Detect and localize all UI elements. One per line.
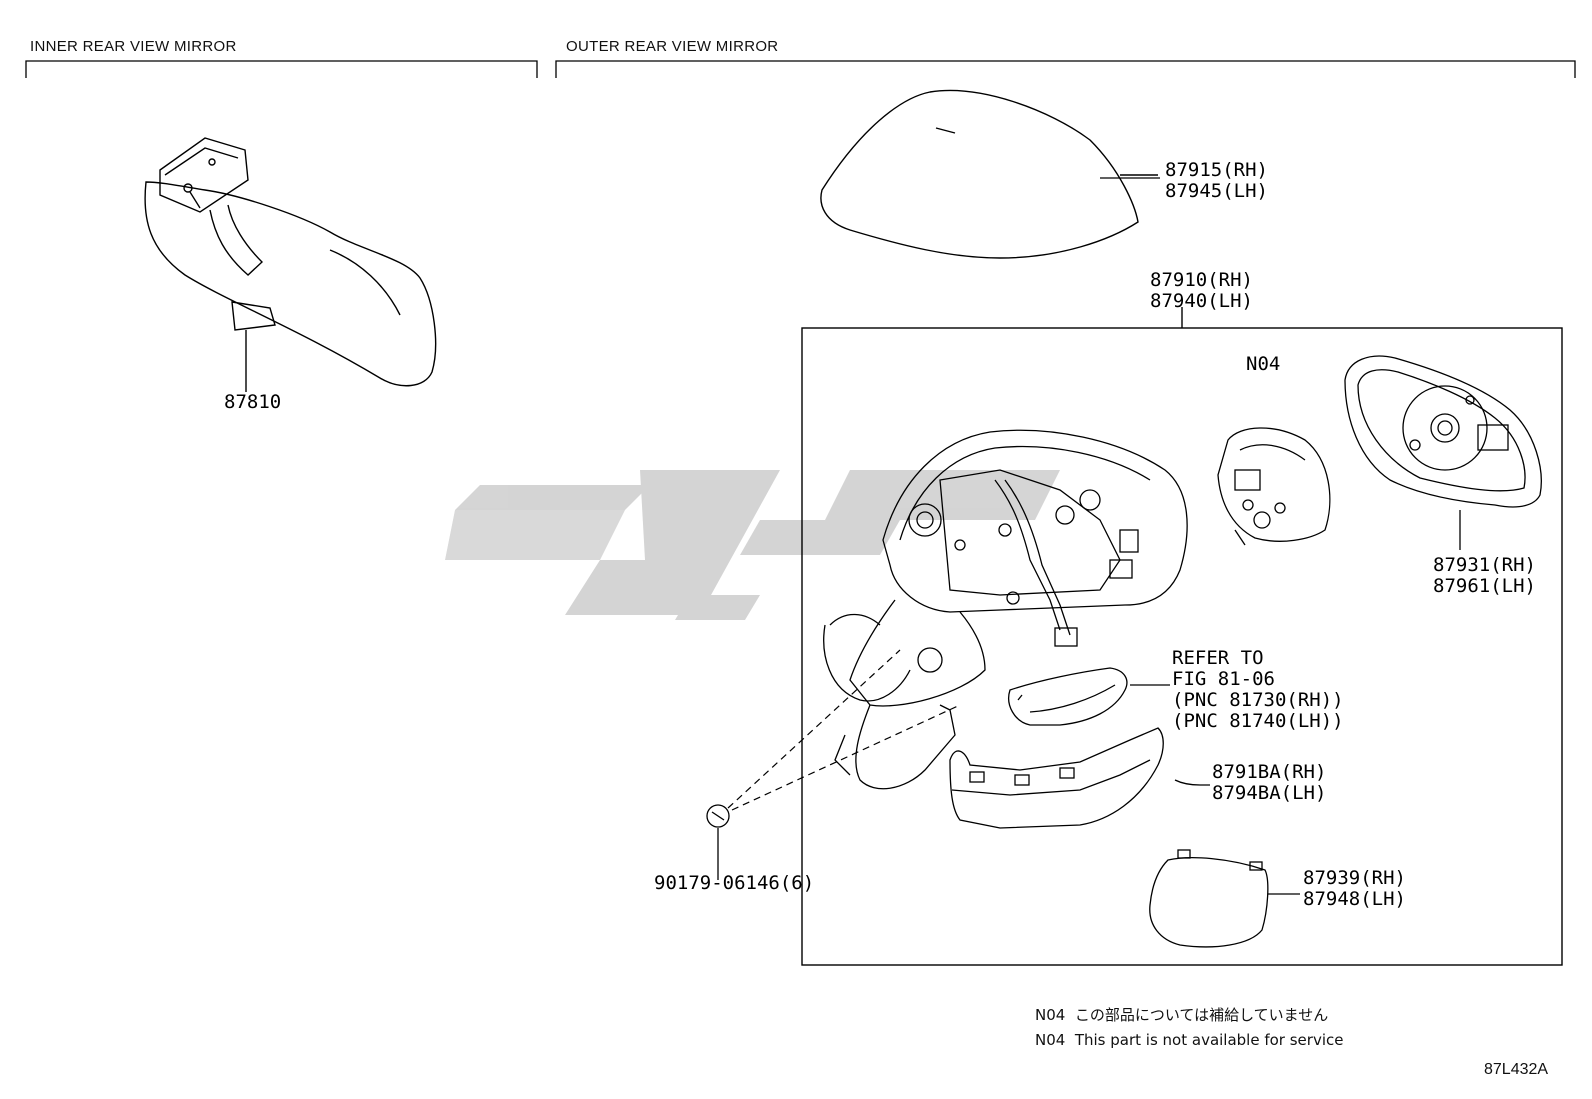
motor-drawing: [1217, 427, 1331, 546]
refer-line-2[interactable]: FIG 81-06: [1172, 668, 1275, 690]
part-number-assy-rh[interactable]: 87910(RH): [1150, 269, 1253, 291]
lower-cover-drawing: [1149, 849, 1300, 948]
section-brackets: [25, 60, 1576, 78]
cover-drawing: [820, 89, 1158, 259]
part-number-cover-rh[interactable]: 87915(RH): [1165, 159, 1268, 181]
screw-drawing: [706, 804, 730, 880]
note-english: N04 This part is not available for servi…: [1035, 1031, 1344, 1049]
part-number-inner-mirror[interactable]: 87810: [224, 391, 282, 413]
refer-line-3: (PNC 81730(RH)): [1172, 689, 1344, 711]
part-number-lower-lh[interactable]: 87948(LH): [1303, 888, 1406, 910]
part-number-cover-lh[interactable]: 87945(LH): [1165, 180, 1268, 202]
part-number-lamp-lh[interactable]: 8794BA(LH): [1212, 782, 1327, 804]
note-japanese: N04 この部品については補給していません: [1035, 1006, 1329, 1024]
part-number-motor[interactable]: N04: [1246, 353, 1281, 375]
dashed-leaders: [727, 649, 961, 811]
refer-line-4: (PNC 81740(LH)): [1172, 710, 1344, 732]
mirror-glass-drawing: [1344, 355, 1542, 550]
assembly-frame: [801, 307, 1563, 966]
part-number-mirror-rh[interactable]: 87931(RH): [1433, 554, 1536, 576]
refer-line-1: REFER TO: [1172, 647, 1264, 669]
housing-drawing: [823, 429, 1188, 790]
figure-code: 87L432A: [1484, 1061, 1549, 1078]
outer-section-title: OUTER REAR VIEW MIRROR: [566, 38, 779, 55]
part-number-mirror-lh[interactable]: 87961(LH): [1433, 575, 1536, 597]
part-number-screw[interactable]: 90179-06146(6): [654, 872, 815, 894]
watermark-logo: [445, 470, 1060, 620]
part-number-lower-rh[interactable]: 87939(RH): [1303, 867, 1406, 889]
inner-section-title: INNER REAR VIEW MIRROR: [30, 38, 237, 55]
turn-lamp-drawing: [1008, 667, 1170, 726]
inner-mirror-drawing: [144, 137, 437, 392]
part-number-lamp-rh[interactable]: 8791BA(RH): [1212, 761, 1327, 783]
part-number-assy-lh[interactable]: 87940(LH): [1150, 290, 1253, 312]
lamp-cover-drawing: [949, 727, 1210, 829]
